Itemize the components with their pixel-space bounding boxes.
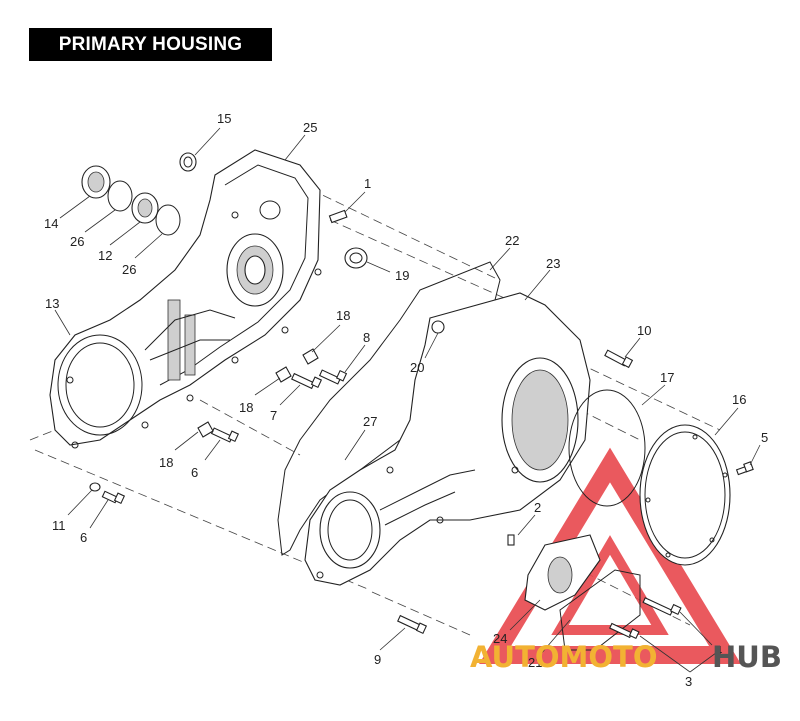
screws	[89, 348, 754, 640]
callout-18: 18	[159, 455, 173, 470]
callout-3: 3	[685, 674, 692, 689]
callout-12: 12	[98, 248, 112, 263]
inspection-cover-24	[524, 534, 601, 611]
bearing-14	[81, 165, 111, 199]
callout-10: 10	[637, 323, 651, 338]
callout-1: 1	[364, 176, 371, 191]
clip-18b	[275, 366, 292, 383]
screw-6a	[210, 427, 240, 443]
washer-11	[89, 482, 101, 492]
clip-18a	[302, 348, 319, 365]
screw-7	[291, 372, 323, 390]
watermark-automoto: AUTOMOTO	[470, 640, 657, 674]
callout-17: 17	[660, 370, 674, 385]
callout-11: 11	[52, 518, 66, 533]
callout-23: 23	[546, 256, 560, 271]
outer-primary-cover	[304, 292, 591, 586]
derby-cover-16	[639, 424, 731, 566]
o-ring-17	[568, 389, 646, 507]
part-callouts: 15 25 1 14 26 12 26 22 19 23 13 18 8 10 …	[44, 111, 768, 689]
bushing-19	[344, 247, 368, 269]
screw-6b	[101, 490, 126, 505]
bearing-12	[131, 192, 159, 224]
screw-9	[397, 614, 428, 635]
callout-13: 13	[45, 296, 59, 311]
page-title: PRIMARY HOUSING	[29, 28, 272, 61]
screw-8	[318, 369, 348, 385]
watermark: AUTOMOTO HUB	[470, 640, 782, 674]
leader-lines	[54, 127, 761, 673]
callout-20: 20	[410, 360, 424, 375]
callout-4: 4	[715, 643, 722, 658]
callout-7: 7	[270, 408, 277, 423]
callout-9: 9	[374, 652, 381, 667]
callout-19: 19	[395, 268, 409, 283]
callout-2: 2	[534, 500, 541, 515]
callout-8: 8	[363, 330, 370, 345]
screw-3	[609, 622, 640, 640]
callout-27: 27	[363, 414, 377, 429]
callout-26: 26	[70, 234, 84, 249]
callout-18: 18	[239, 400, 253, 415]
screw-5	[735, 461, 754, 476]
screw-10	[604, 349, 634, 369]
callout-15: 15	[217, 111, 231, 126]
callout-22: 22	[505, 233, 519, 248]
inspection-gasket-21	[559, 569, 641, 651]
callout-18: 18	[336, 308, 350, 323]
callout-24: 24	[493, 631, 507, 646]
clip-18c	[197, 421, 214, 438]
callout-5: 5	[761, 430, 768, 445]
callout-25: 25	[303, 120, 317, 135]
watermark-hub: HUB	[712, 640, 782, 674]
dowel-pin-1	[328, 209, 348, 224]
callout-21: 21	[528, 655, 542, 670]
screw-4	[642, 597, 682, 616]
callout-6: 6	[191, 465, 198, 480]
inner-primary-housing	[49, 149, 322, 449]
callout-26: 26	[122, 262, 136, 277]
seal-15	[179, 152, 197, 172]
retaining-ring-26a	[107, 180, 133, 212]
screw-2	[507, 534, 515, 546]
retaining-ring-26b	[155, 204, 181, 236]
callout-16: 16	[732, 392, 746, 407]
callout-6: 6	[80, 530, 87, 545]
callout-14: 14	[44, 216, 58, 231]
